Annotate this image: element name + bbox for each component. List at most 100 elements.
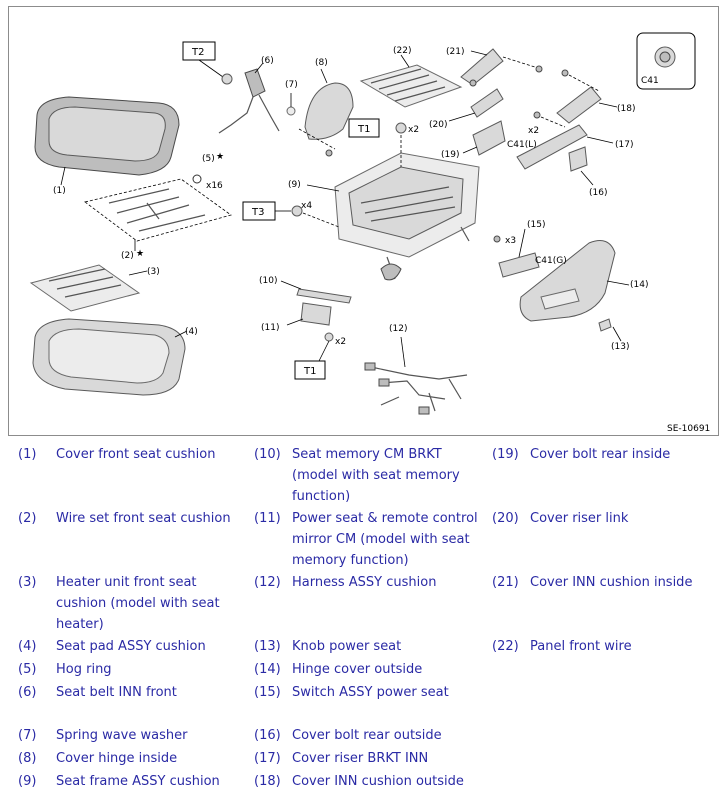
legend-number: (4) [18, 639, 37, 654]
legend-text: Cover riser link [530, 511, 629, 526]
legend-number: (1) [18, 447, 37, 462]
part-cover-bolt-rear-inside [462, 120, 506, 156]
legend-number: (22) [492, 639, 519, 654]
part-seat-belt-inn-front [218, 62, 280, 134]
torque-qty-t1-upper: x2 [408, 125, 419, 135]
torque-box-t1-upper [348, 118, 407, 167]
part-heater-unit-front-seat-cushion [29, 264, 148, 312]
legend-number: (6) [18, 685, 37, 700]
legend-number: (12) [254, 575, 281, 590]
legend-number: (20) [492, 511, 519, 526]
callout-15: (15) [527, 220, 545, 230]
callout-2: (2) [121, 251, 134, 261]
legend-number: (10) [254, 447, 281, 462]
legend-text: Harness ASSY cushion [292, 575, 437, 590]
clip-label-c41-l: C41(L) [507, 140, 537, 150]
part-hog-ring [192, 174, 202, 184]
callout-21: (21) [446, 47, 464, 57]
legend-text: Cover INN cushion inside [530, 575, 693, 590]
legend-text: Power seat & remote control mirror CM (m… [292, 511, 478, 568]
part-cover-hinge-inside [298, 68, 354, 157]
legend-text: Cover front seat cushion [56, 447, 216, 462]
callout-8: (8) [315, 58, 328, 68]
figure-id: SE-10691 [667, 424, 710, 434]
part-seat-frame-assy-cushion [306, 152, 480, 281]
legend-text: Cover riser BRKT INN [292, 751, 429, 766]
legend-text: Seat pad ASSY cushion [56, 639, 206, 654]
callout-20: (20) [429, 120, 447, 130]
legend-text: Cover INN cushion outside [292, 774, 464, 789]
legend-text: Wire set front seat cushion [56, 511, 231, 526]
callout-19: (19) [441, 150, 459, 160]
part-power-seat-remote-control-mirror-cm [286, 302, 332, 326]
torque-box-t2 [182, 41, 233, 85]
legend-number: (21) [492, 575, 519, 590]
legend-text: Knob power seat [292, 639, 402, 654]
callout-4: (4) [185, 327, 198, 337]
part-hinge-cover-outside [519, 240, 630, 322]
legend-number: (14) [254, 662, 281, 677]
legend-number: (9) [18, 774, 37, 789]
exploded-parts-diagram: (1) (2) ★ (5) ★ x16 (3) (4) [8, 6, 719, 436]
torque-label-t1-upper: T1 [357, 124, 370, 135]
legend-number: (3) [18, 575, 37, 590]
callout-5-star: ★ [216, 152, 224, 162]
legend-number: (19) [492, 447, 519, 462]
legend-text: Seat belt INN front [56, 685, 177, 700]
callout-13: (13) [611, 342, 629, 352]
callout-18: (18) [617, 104, 635, 114]
part-cover-inn-cushion-inside [460, 48, 543, 87]
legend-number: (7) [18, 728, 37, 743]
legend-text: Panel front wire [530, 639, 632, 654]
legend-number: (11) [254, 511, 281, 526]
callout-1: (1) [53, 186, 66, 196]
clip-reference-box-c41 [636, 32, 696, 90]
clip-label-c41-g: C41(G) [535, 256, 567, 266]
diagram-canvas: (1) (2) ★ (5) ★ x16 (3) (4) [29, 32, 710, 434]
legend-text: Heater unit front seat cushion (model wi… [56, 575, 220, 632]
legend-text: Seat memory CM BRKT (model with seat mem… [292, 447, 460, 504]
part-harness-assy-cushion [364, 336, 468, 415]
torque-box-t1-lower [294, 332, 334, 380]
torque-label-t3: T3 [251, 207, 264, 218]
part-wire-set-front-seat-cushion [84, 178, 232, 251]
legend-number: (13) [254, 639, 281, 654]
legend-number: (15) [254, 685, 281, 700]
clip-label-c41: C41 [641, 76, 659, 86]
callout-11: (11) [261, 323, 279, 333]
callout-22: (22) [393, 46, 411, 56]
callout-14: (14) [630, 280, 648, 290]
legend-text: Cover bolt rear outside [292, 728, 442, 743]
legend-number: (2) [18, 511, 37, 526]
part-cover-inn-cushion-outside [556, 69, 618, 124]
legend-text: Seat frame ASSY cushion [56, 774, 220, 789]
legend-text: Cover hinge inside [56, 751, 178, 766]
legend-number: (16) [254, 728, 281, 743]
screw-qty-x3: x3 [505, 236, 516, 246]
callout-3: (3) [147, 267, 160, 277]
legend-number: (18) [254, 774, 281, 789]
callout-9: (9) [288, 180, 301, 190]
legend-text: Hog ring [56, 662, 112, 677]
callout-17: (17) [615, 140, 633, 150]
part-seat-memory-cm-brkt [280, 280, 352, 304]
callout-10: (10) [259, 276, 277, 286]
callout-7: (7) [285, 80, 298, 90]
callout-2-star: ★ [136, 249, 144, 259]
legend-number: (5) [18, 662, 37, 677]
callout-5: (5) [202, 154, 215, 164]
part-cover-bolt-rear-outside [568, 146, 594, 186]
part-switch-assy-power-seat [493, 228, 540, 278]
part-seat-pad-assy-cushion [32, 318, 188, 396]
legend-text: Hinge cover outside [292, 662, 423, 677]
callout-12: (12) [389, 324, 407, 334]
torque-qty-t1-lower: x2 [335, 337, 346, 347]
torque-qty-t3: x4 [301, 201, 312, 211]
torque-label-t1-lower: T1 [303, 366, 316, 377]
part-panel-front-wire [359, 54, 463, 108]
torque-label-t2: T2 [191, 47, 204, 58]
part-cover-riser-brkt-inn [516, 111, 614, 170]
clip-qty-c41-l: x2 [528, 126, 539, 136]
legend-number: (17) [254, 751, 281, 766]
callout-6: (6) [261, 56, 274, 66]
